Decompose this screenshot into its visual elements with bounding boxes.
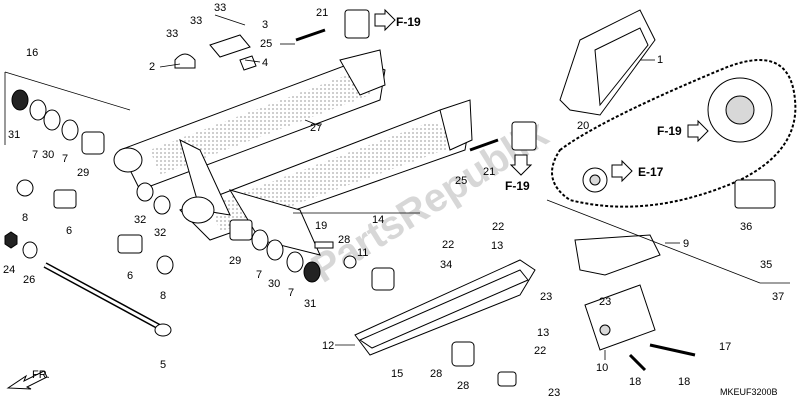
pivot-axle xyxy=(43,262,172,337)
chain-case-cover xyxy=(559,9,656,116)
callout-21a: 21 xyxy=(316,7,328,19)
callout-28a: 28 xyxy=(338,234,350,246)
callout-34: 34 xyxy=(440,259,452,271)
callout-28b: 28 xyxy=(430,368,442,380)
callout-3: 3 xyxy=(262,19,268,31)
callout-17: 17 xyxy=(719,341,731,353)
callout-31b: 31 xyxy=(304,298,316,310)
callout-21b: 21 xyxy=(483,166,495,178)
callout-16: 16 xyxy=(26,47,38,59)
callout-25b: 25 xyxy=(455,175,467,187)
callout-33b: 33 xyxy=(190,15,202,27)
callout-2: 2 xyxy=(149,61,155,73)
callout-22a: 22 xyxy=(492,221,504,233)
callout-24: 24 xyxy=(3,264,15,276)
leader-lines xyxy=(4,14,790,360)
callout-30b: 30 xyxy=(268,278,280,290)
callout-10: 10 xyxy=(596,362,608,374)
callout-1: 1 xyxy=(657,54,663,66)
callout-32a: 32 xyxy=(134,214,146,226)
callout-5: 5 xyxy=(160,359,166,371)
callout-7a: 7 xyxy=(32,149,38,161)
callout-29b: 29 xyxy=(229,255,241,267)
callout-32b: 32 xyxy=(154,227,166,239)
front-direction-arrow: FR. xyxy=(6,369,50,390)
callout-23b: 23 xyxy=(599,296,611,308)
callout-29a: 29 xyxy=(77,167,89,179)
guide-bolts xyxy=(628,179,776,372)
callout-35: 35 xyxy=(760,259,772,271)
front-indicator-label: FR. xyxy=(32,369,50,381)
callout-14: 14 xyxy=(372,214,384,226)
drive-chain xyxy=(551,59,797,208)
callout-36: 36 xyxy=(740,221,752,233)
callout-23a: 23 xyxy=(540,291,552,303)
callout-23c: 23 xyxy=(548,387,560,399)
ref-f19-top-label: F-19 xyxy=(396,15,421,29)
callout-33a: 33 xyxy=(214,2,226,14)
callout-7c: 7 xyxy=(256,269,262,281)
chain-adjusters xyxy=(295,9,537,152)
shock-linkage-arm xyxy=(314,241,536,387)
callout-26: 26 xyxy=(23,274,35,286)
callout-27: 27 xyxy=(310,122,322,134)
swingarm-body xyxy=(113,49,473,256)
callout-18b: 18 xyxy=(678,376,690,388)
callout-28c: 28 xyxy=(457,380,469,392)
left-bearing-stack xyxy=(4,89,174,275)
callout-22c: 22 xyxy=(534,345,546,357)
callout-30a: 30 xyxy=(42,149,54,161)
callout-7b: 7 xyxy=(62,153,68,165)
ref-f19-mid-label: F-19 xyxy=(505,179,530,193)
callout-37: 37 xyxy=(772,291,784,303)
callout-7d: 7 xyxy=(288,287,294,299)
callout-13a: 13 xyxy=(491,240,503,252)
callout-8a: 8 xyxy=(22,212,28,224)
callout-6a: 6 xyxy=(66,225,72,237)
callout-22b: 22 xyxy=(442,239,454,251)
callout-25a: 25 xyxy=(260,38,272,50)
callout-15: 15 xyxy=(391,368,403,380)
reference-arrow-f19-top: F-19 xyxy=(374,8,421,32)
callout-8b: 8 xyxy=(160,290,166,302)
callout-13b: 13 xyxy=(537,327,549,339)
ref-e17-label: E-17 xyxy=(638,165,664,179)
brake-hose-clamps xyxy=(174,34,257,71)
callout-33c: 33 xyxy=(166,28,178,40)
callout-18a: 18 xyxy=(629,376,641,388)
callout-20: 20 xyxy=(577,120,589,132)
callout-4: 4 xyxy=(262,57,268,69)
chain-guide xyxy=(574,234,661,351)
callout-6b: 6 xyxy=(127,270,133,282)
reference-arrow-e17: E-17 xyxy=(611,159,664,183)
callout-19: 19 xyxy=(315,220,327,232)
callout-9: 9 xyxy=(683,238,689,250)
reference-arrow-f19-mid: F-19 xyxy=(505,154,533,193)
ref-f19-right-label: F-19 xyxy=(657,124,682,138)
callout-12: 12 xyxy=(322,340,334,352)
diagram-code: MKEUF3200B xyxy=(720,387,778,397)
callout-labels: 1 2 3 4 5 6 6 7 7 7 7 8 8 9 10 11 12 13 … xyxy=(3,2,784,399)
reference-arrow-f19-right: F-19 xyxy=(657,119,709,143)
callout-11: 11 xyxy=(357,247,368,259)
right-bearing-stack xyxy=(136,182,321,283)
callout-31a: 31 xyxy=(8,129,20,141)
